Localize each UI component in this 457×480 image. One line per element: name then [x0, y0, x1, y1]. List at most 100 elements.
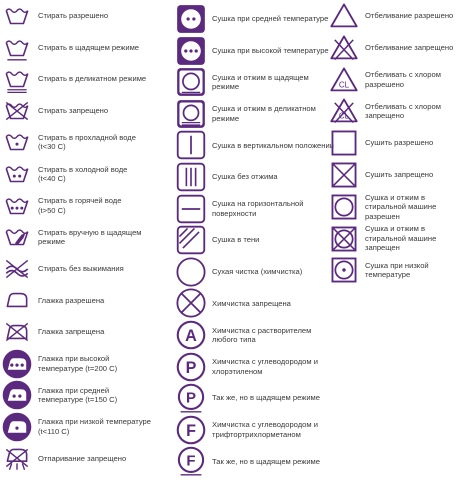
iron-one-dot-icon [2, 412, 32, 442]
care-symbol-row: Стирать в прохладной воде (t<30 С) [2, 127, 136, 157]
dry-shade-icon [176, 225, 206, 255]
dry-clean-icon [176, 257, 206, 287]
care-symbol-row: Сушка на горизонтальной поверхности [176, 194, 304, 224]
care-symbol-row: Сушить разрешено [329, 128, 433, 158]
iron-icon [6, 293, 28, 308]
care-symbol-row: Сушка и отжим в стиральной машине запрещ… [329, 224, 436, 254]
care-symbol-label: Сухая чистка (химчистка) [212, 267, 303, 277]
care-symbol-label: Отпаривание запрещено [38, 453, 127, 463]
care-symbol-label: Сушка без отжима [212, 172, 278, 182]
care-symbol-row: Отпаривание запрещено [2, 443, 126, 473]
care-symbol-row: Стирать в холодной воде (t<40 С) [2, 159, 127, 189]
care-symbol-row: Стирать разрешено [2, 1, 108, 31]
dry-clean-a-icon: A [176, 320, 206, 350]
care-symbol-label: Глажка разрешена [38, 295, 105, 305]
tumble-dry-icon [331, 194, 357, 220]
care-symbol-row: Глажка при высокой температуре (t=200 С) [2, 349, 117, 379]
care-symbol-label: Сушка в вертикальном положении [212, 140, 334, 150]
care-symbol-label: Сушка и отжим в стиральной машине запрещ… [365, 224, 437, 253]
bleach-cl-icon: CL [330, 67, 358, 91]
care-symbol-label: Сушка при средней температуре [212, 14, 329, 24]
care-symbol-row: Глажка при низкой температуре (t<110 С) [2, 412, 151, 442]
dry-clean-f-icon: F [176, 415, 206, 445]
care-symbol-label: Глажка при низкой температуре (t<110 С) [38, 417, 152, 436]
care-symbol-label: Сушка и отжим в щадящем режиме [212, 72, 309, 92]
svg-text:F: F [186, 453, 195, 470]
care-symbol-row: Сушка и отжим в щадящем режиме [176, 67, 336, 97]
tub-two-lines-icon [5, 71, 29, 94]
care-symbol-row: Отбеливание запрещено [329, 33, 453, 63]
care-symbol-label: Сушить разрешено [365, 138, 434, 148]
care-symbol-label: Сушка и отжим в деликатном режиме [212, 104, 316, 123]
care-symbol-row: CL Отбеливать с хлором запрещено [329, 96, 441, 126]
iron-crossed-icon [5, 322, 29, 342]
tumble-dry-low-icon [331, 257, 357, 283]
care-symbol-label: Отбеливать с хлором запрещено [365, 101, 441, 121]
care-symbol-row: CL Отбеливать с хлором разрешено [329, 65, 441, 95]
dry-clean-crossed-icon [176, 288, 206, 318]
dry-drip-icon [176, 162, 206, 192]
care-symbol-row: P Так же, но в щадящем режиме [176, 383, 320, 413]
care-symbol-row: Стирать запрещено [2, 96, 108, 126]
care-symbol-row: Сушка и отжим в стиральной машине разреш… [329, 192, 436, 222]
care-symbol-label: Химчистка запрещена [212, 298, 291, 308]
tub-icon [5, 8, 29, 25]
care-symbol-row: Сушка без отжима [176, 162, 278, 192]
care-symbol-row: F Так же, но в щадящем режиме [176, 446, 320, 476]
svg-text:CL: CL [339, 112, 350, 121]
dry-square-crossed-icon [331, 162, 357, 188]
care-symbol-row: F Химчистка с углеводородом и трифтортрих… [176, 415, 318, 445]
care-symbol-label: Стирать в холодной воде (t<40 С) [38, 164, 128, 183]
care-symbol-label: Отбеливание запрещено [365, 43, 454, 53]
dryer-two-dots-icon [177, 5, 205, 33]
care-symbol-row: Стирать в деликатном режиме [2, 64, 146, 94]
care-symbol-label: Глажка при средней температуре (t=150 С) [38, 385, 118, 405]
care-symbol-row: Глажка разрешена [2, 285, 104, 315]
dry-square-icon [331, 130, 357, 156]
care-symbol-label: Сушка на горизонтальной поверхности [212, 199, 304, 218]
svg-text:P: P [186, 390, 196, 407]
care-symbol-label: Отбеливание разрешено [365, 11, 454, 21]
care-symbol-label: Сушка при низкой температуре [365, 260, 429, 280]
care-symbol-label: Сушка и отжим в стиральной машине разреш… [365, 192, 437, 221]
care-symbol-label: Химчистка с углеводородом и хлорэтиленом [212, 357, 318, 376]
care-symbol-label: Химчистка с углеводородом и трифтортрихл… [212, 420, 318, 439]
care-symbol-label: Стирать разрешено [38, 11, 109, 21]
iron-three-dots-icon [2, 349, 32, 378]
svg-text:CL: CL [339, 80, 350, 89]
dry-clean-p-gentle-icon: P [177, 383, 205, 413]
care-symbol-row: Стирать в горячей воде (t>50 С) [2, 191, 121, 221]
care-symbol-label: Стирать без выжимания [38, 264, 124, 274]
dryer-delicate-icon [177, 99, 205, 128]
care-symbol-row: Сушка при средней температуре [176, 4, 328, 34]
care-symbol-row: Сушка при низкой температуре [329, 255, 429, 285]
tub-two-dots-icon [5, 166, 29, 183]
dry-clean-p-icon: P [176, 352, 206, 381]
care-symbol-row: Сушка в тени [176, 225, 259, 255]
care-symbol-label: Отбеливать с хлором разрешено [365, 70, 441, 89]
tub-one-dot-icon [5, 134, 29, 151]
iron-two-dots-icon [2, 380, 32, 410]
iron-steam-crossed-icon [5, 449, 29, 471]
care-symbol-label: Глажка запрещена [38, 327, 105, 337]
care-symbol-row: Сухая чистка (химчистка) [176, 257, 302, 287]
care-symbol-label: Стирать вручную в щадящем режиме [38, 227, 142, 247]
care-symbol-label: Так же, но в щадящем режиме [212, 456, 321, 466]
tub-hand-icon [5, 229, 29, 246]
care-symbol-label: Стирать запрещено [38, 106, 109, 116]
svg-text:P: P [186, 358, 197, 376]
dry-vertical-icon [176, 131, 206, 160]
care-symbol-row: P Химчистка с углеводородом и хлорэтилено… [176, 352, 318, 382]
care-symbol-row: Сушка и отжим в деликатном режиме [176, 99, 316, 129]
care-symbol-row: Глажка запрещена [2, 317, 104, 347]
tub-crossed-icon [5, 101, 29, 120]
bleach-cl-crossed-icon: CL [330, 98, 358, 124]
wring-crossed-icon [5, 259, 29, 278]
dryer-three-dots-icon [177, 36, 205, 65]
care-symbol-label: Сушить запрещено [365, 170, 434, 180]
care-symbol-row: Стирать вручную в щадящем режиме [2, 222, 142, 252]
bleach-icon [330, 3, 358, 28]
care-symbol-label: Так же, но в щадящем режиме [212, 393, 321, 403]
care-symbol-row: Стирать в щадящем режиме [2, 33, 139, 63]
